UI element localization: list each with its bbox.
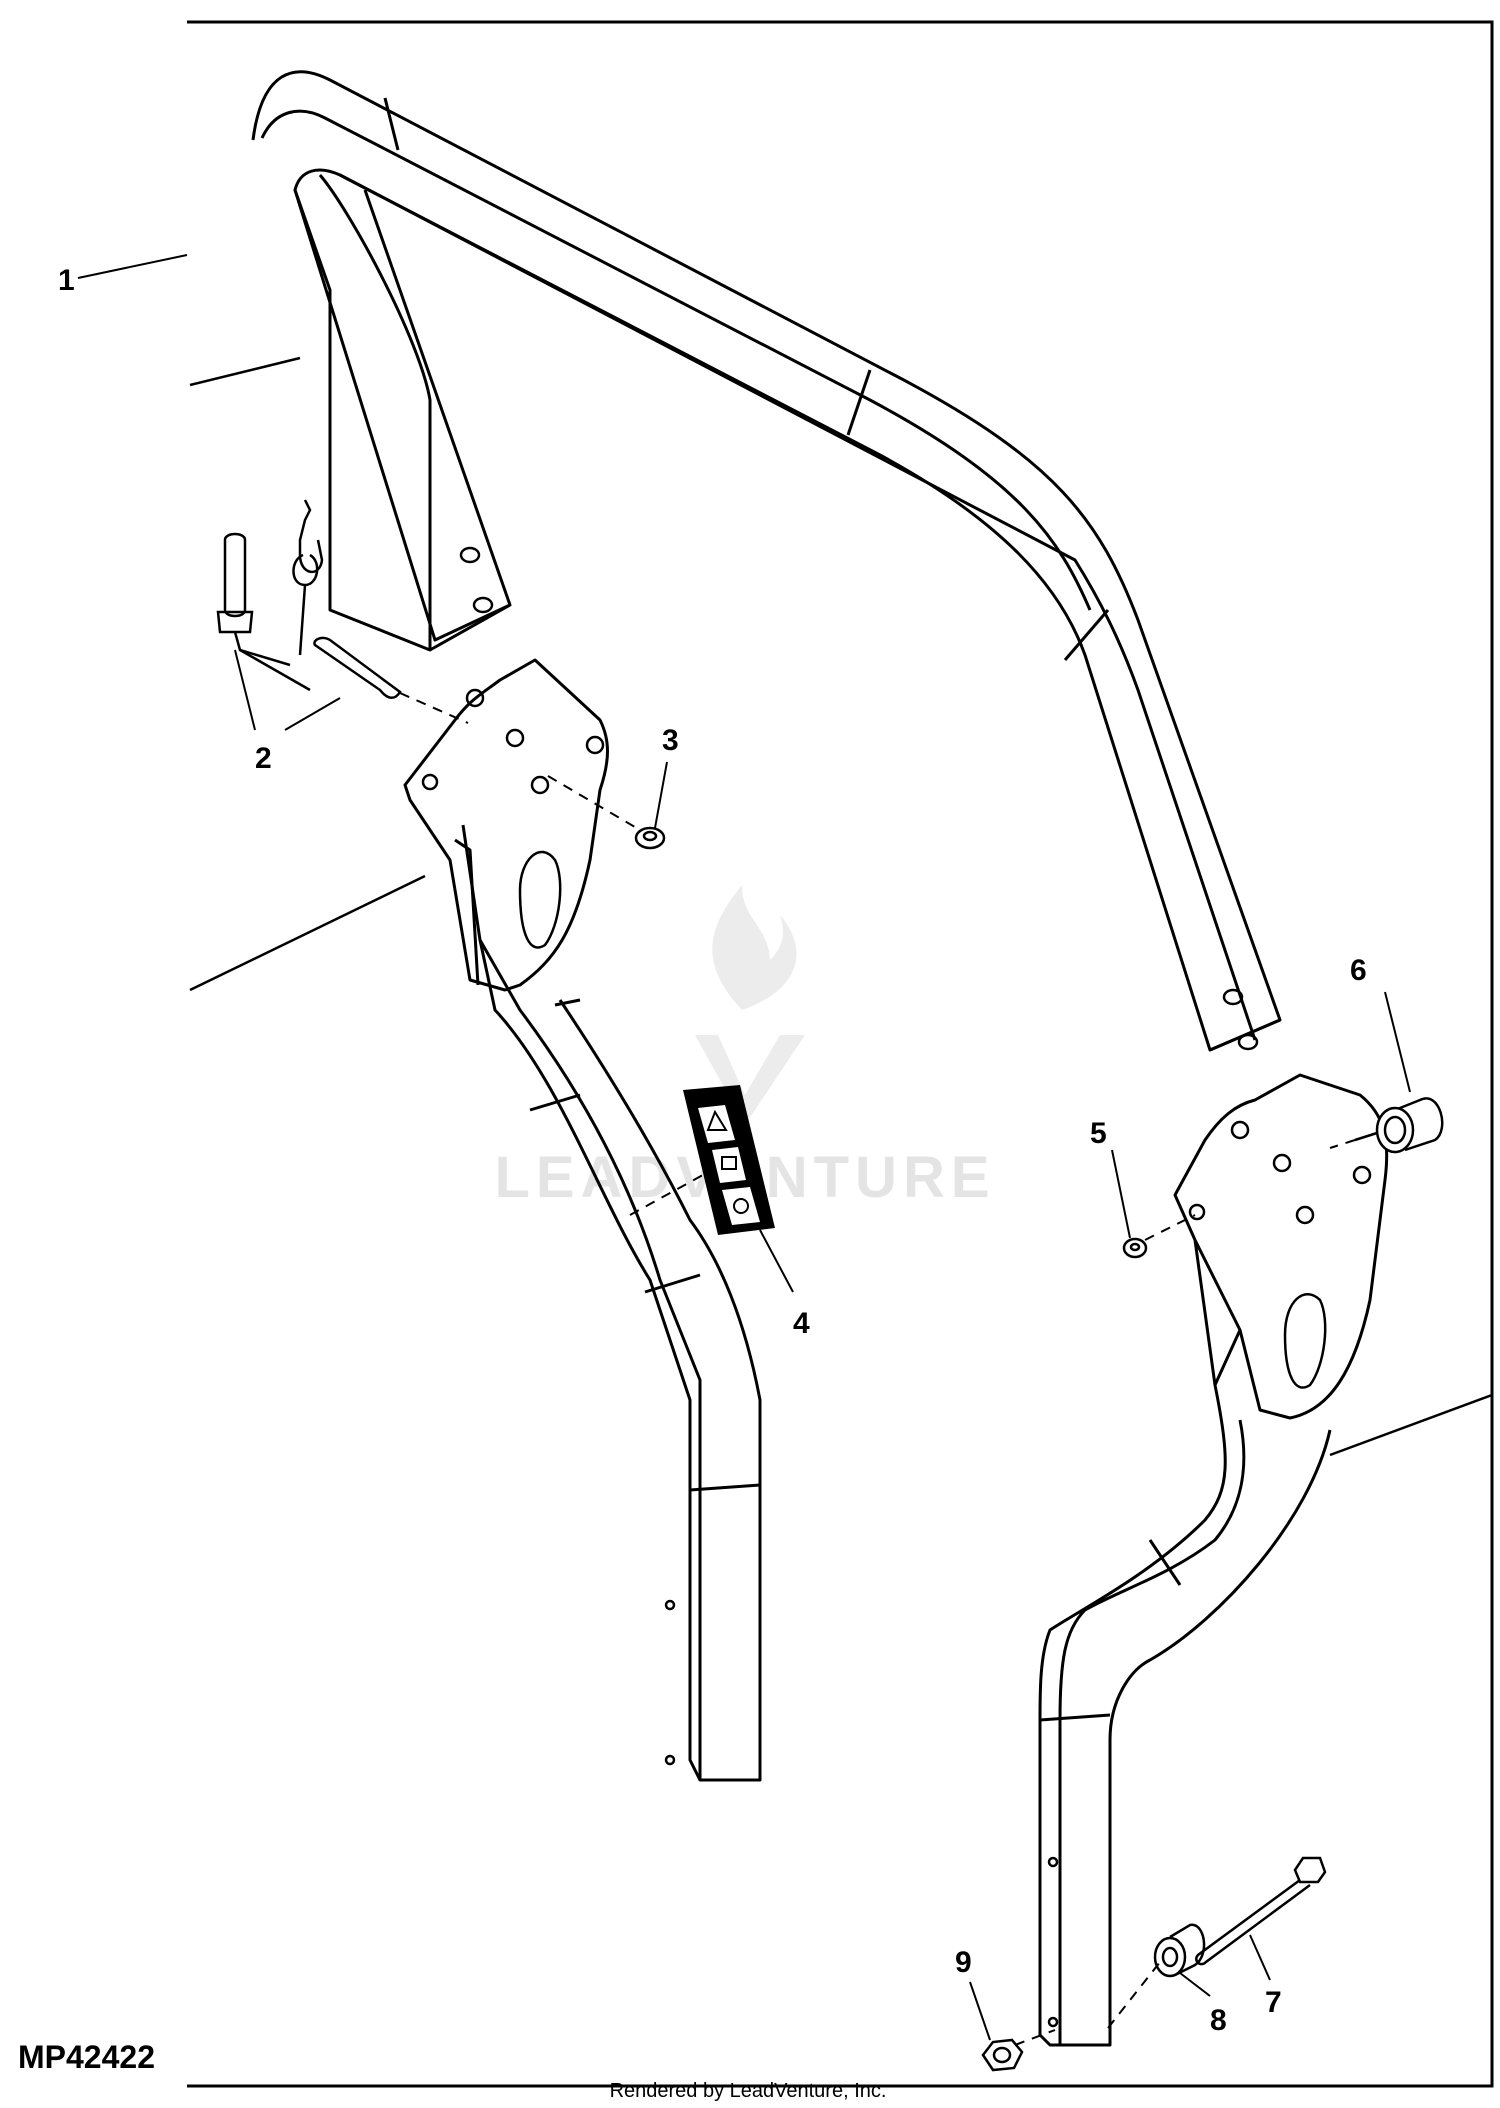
callout-5: 5 <box>1090 1117 1107 1150</box>
bumper <box>1354 1097 1444 1154</box>
right-bracket-holes <box>1047 1120 1372 2028</box>
callout-6: 6 <box>1350 954 1367 987</box>
background-lines <box>189 356 1493 1457</box>
left-post <box>403 658 762 1782</box>
nut-left <box>634 826 666 850</box>
right-post <box>1038 1073 1389 2047</box>
spacer <box>1153 1923 1206 1978</box>
watermark-flame-icon <box>712 885 797 1010</box>
drawing-id: MP42422 <box>18 2039 155 2075</box>
callout-labels: 1 2 3 4 5 6 7 8 9 <box>58 264 1367 2037</box>
nut-bottom <box>981 2038 1024 2072</box>
rollbar-hoop <box>251 70 1282 1052</box>
leader-lines <box>77 254 1411 2041</box>
left-bracket-holes <box>421 688 676 1766</box>
callout-4: 4 <box>793 1307 810 1340</box>
callout-8: 8 <box>1210 2004 1227 2037</box>
safety-decal <box>683 1085 775 1235</box>
callout-2: 2 <box>255 742 272 775</box>
watermark-v-icon <box>695 1035 805 1125</box>
callout-9: 9 <box>955 1946 972 1979</box>
warning-triangle-icon <box>706 1109 728 1131</box>
diagram-frame <box>187 20 1494 2088</box>
rollbar-hoop-holes <box>459 546 1259 1051</box>
callout-1: 1 <box>58 264 75 297</box>
render-credit: Rendered by LeadVenture, Inc. <box>610 2080 887 2102</box>
bolt <box>1195 1856 1327 1966</box>
callout-3: 3 <box>662 724 679 757</box>
alignment-dashes <box>399 692 1356 2046</box>
pin-assembly <box>216 499 402 699</box>
callout-7: 7 <box>1265 1986 1282 2019</box>
nut-right <box>1122 1237 1148 1259</box>
